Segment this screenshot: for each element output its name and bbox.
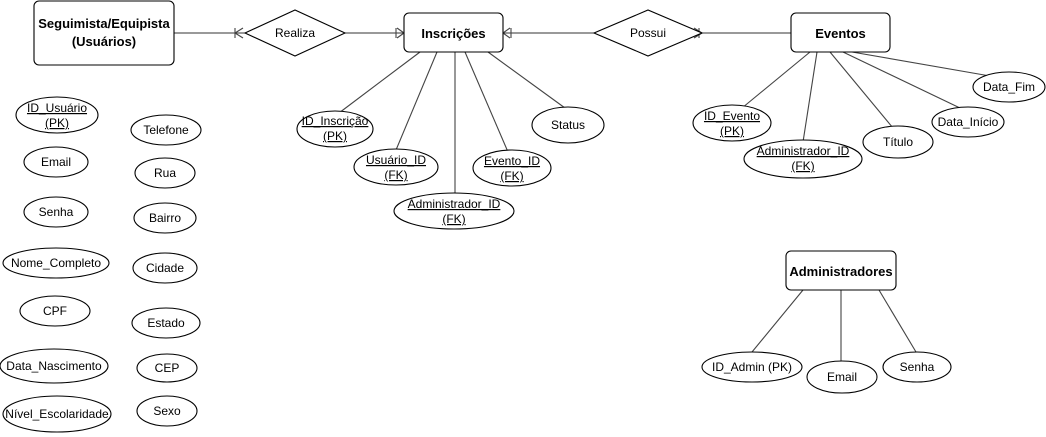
attr-sexo-label: Sexo (153, 404, 181, 418)
attr-senha[interactable]: Senha (23, 196, 89, 228)
attr-admin-senha-label: Senha (900, 360, 935, 374)
edge-inscricoes-id (334, 51, 421, 117)
attr-id-usuario-key: (PK) (45, 116, 69, 130)
attr-id-usuario[interactable]: ID_Usuário (PK) (15, 96, 99, 134)
edge-eventos-data-inicio (842, 51, 961, 109)
attr-data-nascimento-label: Data_Nascimento (6, 359, 102, 373)
relationship-possui[interactable]: Possui (592, 9, 704, 57)
entity-eventos-title: Eventos (815, 26, 866, 41)
attr-cep[interactable]: CEP (136, 353, 198, 383)
attr-nome-completo[interactable]: Nome_Completo (2, 247, 110, 279)
attr-administrador-id-name: Administrador_ID (408, 197, 501, 211)
attr-nome-completo-label: Nome_Completo (11, 256, 101, 270)
entity-eventos[interactable]: Eventos (790, 12, 891, 53)
edge-eventos-data-fim (851, 51, 991, 77)
entity-usuarios[interactable]: Seguimista/Equipista (Usuários) (33, 0, 175, 66)
attr-usuario-id[interactable]: Usuário_ID (FK) (353, 148, 439, 186)
attr-evento-id[interactable]: Evento_ID (FK) (472, 149, 552, 187)
attr-evento-id-name: Evento_ID (484, 154, 540, 168)
attr-bairro[interactable]: Bairro (133, 202, 197, 234)
attr-titulo[interactable]: Título (862, 125, 934, 159)
entity-administradores[interactable]: Administradores (785, 250, 897, 291)
attr-data-inicio[interactable]: Data_Início (931, 106, 1005, 138)
attr-admin-email[interactable]: Email (806, 360, 878, 394)
attr-telefone-label: Telefone (143, 123, 189, 137)
attr-rua-label: Rua (154, 166, 176, 180)
attr-data-fim-label: Data_Fim (983, 80, 1035, 94)
edge-inscricoes-status (487, 51, 566, 109)
edge-admin-senha (878, 289, 917, 353)
attr-usuario-id-key: (FK) (384, 168, 407, 182)
relationship-realiza-label: Realiza (275, 26, 315, 40)
attr-cidade-label: Cidade (146, 261, 184, 275)
attr-administrador-id-key: (FK) (442, 212, 465, 226)
edge-eventos-id (741, 51, 811, 109)
attr-email-label: Email (41, 155, 71, 169)
attr-id-evento[interactable]: ID_Evento (PK) (692, 104, 772, 142)
entity-usuarios-title: Seguimista/Equipista (38, 16, 170, 31)
attr-cpf[interactable]: CPF (19, 295, 91, 327)
attr-status[interactable]: Status (531, 106, 605, 144)
attr-email[interactable]: Email (23, 146, 89, 178)
connectors (174, 27, 991, 362)
relationship-realiza[interactable]: Realiza (243, 9, 347, 57)
attr-administrador-id[interactable]: Administrador_ID (FK) (393, 192, 515, 230)
attr-evento-id-key: (FK) (500, 169, 523, 183)
attr-data-fim[interactable]: Data_Fim (972, 71, 1046, 103)
relationship-possui-label: Possui (630, 26, 666, 40)
edge-inscricoes-usuario-id (395, 51, 438, 151)
edge-eventos-admin-id (802, 51, 818, 143)
attr-id-inscricao-name: ID_Inscrição (302, 114, 369, 128)
edge-eventos-titulo (829, 51, 894, 129)
attr-admin-senha[interactable]: Senha (882, 351, 952, 383)
attr-cidade[interactable]: Cidade (132, 252, 198, 284)
attr-rua[interactable]: Rua (134, 157, 196, 189)
attr-sexo[interactable]: Sexo (136, 395, 198, 427)
attr-telefone[interactable]: Telefone (130, 114, 202, 146)
attr-nivel-escolaridade[interactable]: Nível_Escolaridade (2, 395, 112, 433)
attr-admin-email-label: Email (827, 370, 857, 384)
attr-status-label: Status (551, 118, 585, 132)
attr-id-evento-name: ID_Evento (704, 109, 760, 123)
attr-id-admin-label: ID_Admin (PK) (712, 360, 792, 374)
attr-cep-label: CEP (155, 361, 180, 375)
entity-administradores-title: Administradores (789, 264, 892, 279)
attr-data-inicio-label: Data_Início (938, 115, 999, 129)
attr-id-inscricao[interactable]: ID_Inscrição (PK) (296, 110, 374, 148)
attr-cpf-label: CPF (43, 304, 67, 318)
attr-evento-administrador-id-name: Administrador_ID (757, 144, 850, 158)
attr-id-usuario-name: ID_Usuário (27, 101, 87, 115)
attr-data-nascimento[interactable]: Data_Nascimento (0, 348, 109, 384)
entity-inscricoes[interactable]: Inscrições (403, 12, 504, 53)
entity-usuarios-subtitle: (Usuários) (72, 34, 136, 49)
attr-estado[interactable]: Estado (131, 307, 201, 339)
attr-senha-label: Senha (39, 205, 74, 219)
attr-nivel-escolaridade-label: Nível_Escolaridade (5, 407, 109, 421)
attr-id-inscricao-key: (PK) (323, 129, 347, 143)
attr-titulo-label: Título (883, 135, 913, 149)
attr-usuario-id-name: Usuário_ID (366, 153, 426, 167)
attr-bairro-label: Bairro (149, 211, 181, 225)
entity-inscricoes-title: Inscrições (421, 26, 485, 41)
attr-id-admin[interactable]: ID_Admin (PK) (701, 351, 803, 383)
attr-evento-administrador-id[interactable]: Administrador_ID (FK) (743, 139, 863, 179)
edge-inscricoes-evento-id (464, 51, 509, 153)
attr-estado-label: Estado (147, 316, 185, 330)
edge-admin-id (751, 289, 804, 353)
attr-id-evento-key: (PK) (720, 124, 744, 138)
attr-evento-administrador-id-key: (FK) (791, 159, 814, 173)
